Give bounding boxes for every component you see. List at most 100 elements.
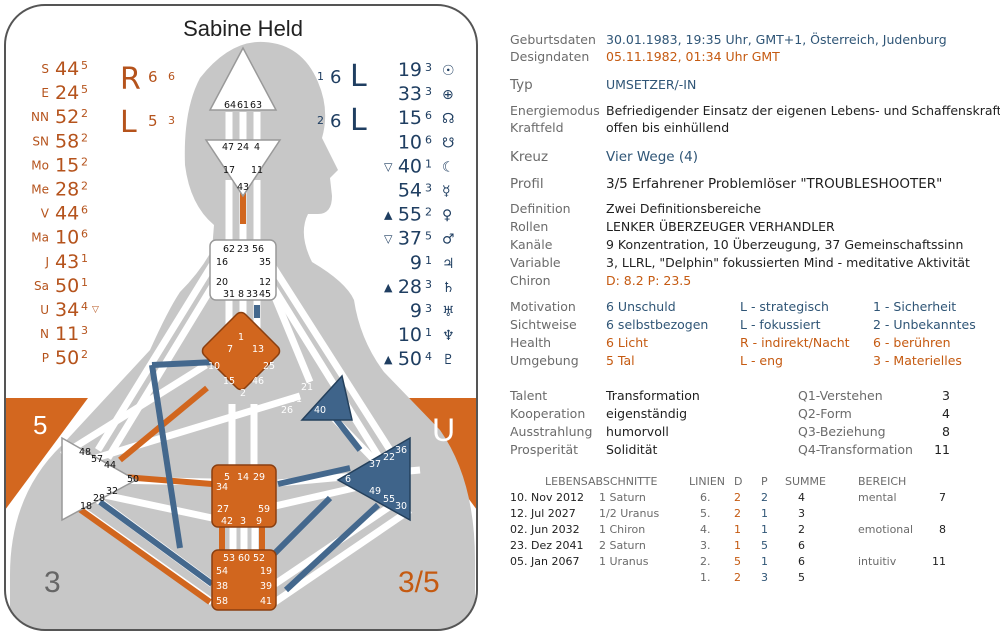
cross-value: Vier Wege (4) xyxy=(606,149,698,165)
design-line: 3 xyxy=(81,324,88,337)
profile-label: Profil xyxy=(510,176,544,192)
life-area: mental xyxy=(858,491,897,504)
gate-label: 39 xyxy=(260,581,272,592)
gate-label: 23 xyxy=(237,244,249,255)
motivation-row-base: 3 - Materielles xyxy=(873,353,962,368)
talent-row-value: Solidität xyxy=(606,442,658,457)
gate-label: 24 xyxy=(237,142,249,153)
life-header-lines: LINIEN xyxy=(689,475,726,488)
personality-gate: 33 xyxy=(398,83,422,105)
gate-label: 5 xyxy=(224,472,230,483)
type-value: UMSETZER/-IN xyxy=(606,77,697,92)
gate-label: 62 xyxy=(223,244,235,255)
design-planet-symbol: SN xyxy=(32,134,49,148)
gate-label: 31 xyxy=(223,289,235,300)
pers-bottom-letter: L xyxy=(350,103,367,138)
channels-label: Kanäle xyxy=(510,237,553,252)
gate-label: 37 xyxy=(369,459,381,470)
life-line: 6. xyxy=(700,491,711,504)
corner-mid-right: U xyxy=(432,412,455,448)
gate-label: 64 xyxy=(224,100,236,111)
life-line: 1. xyxy=(700,571,711,584)
design-line: 2 xyxy=(81,180,88,193)
life-p: 1 xyxy=(761,507,768,520)
gate-label: 53 xyxy=(223,553,235,564)
ego-center xyxy=(300,374,353,421)
motivation-row-color: 5 Tal xyxy=(606,353,635,368)
corner-labels: 5 U 3 3/5 xyxy=(33,410,455,599)
pers-top-a: 6 xyxy=(330,67,341,88)
personality-mark: ▲ xyxy=(384,281,393,294)
gate-label: 1 xyxy=(238,332,244,343)
life-date: 23. Dez 2041 xyxy=(510,539,584,552)
personality-planet-symbol: ☋ xyxy=(442,135,454,151)
design-line: 2 xyxy=(81,155,88,168)
life-line: 4. xyxy=(700,523,711,536)
personality-gate: 9 xyxy=(410,300,422,322)
personality-line: 5 xyxy=(425,230,432,243)
gate-label: 45 xyxy=(259,289,271,300)
life-area: intuitiv xyxy=(858,555,897,568)
motivation-row-base: 1 - Sicherheit xyxy=(873,299,957,314)
design-gate: 34 xyxy=(55,299,79,321)
life-d: 2 xyxy=(734,571,741,584)
gate-label: 20 xyxy=(216,277,228,288)
personality-mark: ▲ xyxy=(384,353,393,366)
gate-label: 14 xyxy=(237,472,249,483)
life-p: 1 xyxy=(761,523,768,536)
pers-bottom-a: 6 xyxy=(330,111,341,132)
gate-label: 10 xyxy=(208,361,220,372)
gate-label: 21 xyxy=(301,382,313,393)
gate-label: 35 xyxy=(259,257,271,268)
design-planet-symbol: J xyxy=(44,255,49,269)
gate-label: 22 xyxy=(383,452,395,463)
quarter-label: Q1-Verstehen xyxy=(798,388,883,403)
personality-gate: 37 xyxy=(398,228,422,250)
field-label: Kraftfeld xyxy=(510,120,564,135)
channels xyxy=(60,112,421,605)
life-area-number: 7 xyxy=(939,491,946,504)
life-event: 1/2 Uranus xyxy=(599,507,660,520)
definition-value: Zwei Definitionsbereiche xyxy=(606,201,762,216)
design-planet-symbol: P xyxy=(42,351,49,365)
talent-row-value: eigenständig xyxy=(606,406,688,421)
personality-line: 6 xyxy=(425,133,432,146)
design-bottom-b: 3 xyxy=(168,114,175,127)
design-mark: ▽ xyxy=(92,305,99,315)
design-gate: 44 xyxy=(55,203,79,225)
g-center xyxy=(201,311,281,391)
root-center xyxy=(211,549,277,611)
design-bottom-letter: L xyxy=(120,105,137,140)
gate-label: 30 xyxy=(395,501,407,512)
personality-line: 4 xyxy=(425,350,432,363)
ajna-center xyxy=(204,139,282,198)
bodygraph-chart: 64 61 63 47 24 4 17 11 43 62 23 56 16 35… xyxy=(4,4,478,631)
gate-label: 54 xyxy=(216,566,228,577)
life-event: 1 Chiron xyxy=(599,523,646,536)
gate-label: 15 xyxy=(223,376,235,387)
motivation-row-tone: R - indirekt/Nacht xyxy=(740,335,850,350)
gate-label: 56 xyxy=(252,244,264,255)
design-gate: 24 xyxy=(55,82,79,104)
life-sum: 2 xyxy=(798,523,805,536)
design-gate: 28 xyxy=(55,179,79,201)
quarter-value: 11 xyxy=(934,442,950,457)
gate-label: 29 xyxy=(253,472,265,483)
corner-left-triangle xyxy=(5,398,88,510)
design-planet-symbol: N xyxy=(40,327,49,341)
spleen-center xyxy=(61,436,138,522)
design-gate: 50 xyxy=(55,347,79,369)
birth-date-label: Geburtsdaten xyxy=(510,32,596,47)
personality-gate: 19 xyxy=(398,59,422,81)
design-top-a: 6 xyxy=(148,68,158,86)
personality-line: 3 xyxy=(425,182,432,195)
design-gate: 50 xyxy=(55,275,79,297)
design-planet-symbol: Me xyxy=(31,183,49,197)
life-date: 05. Jan 2067 xyxy=(510,555,580,568)
design-planet-symbol: Mo xyxy=(31,158,49,172)
sacral-center xyxy=(211,464,277,528)
chiron-value: D: 8.2 P: 23.5 xyxy=(606,273,692,288)
gate-label: 33 xyxy=(246,289,258,300)
gate-label: 34 xyxy=(216,482,228,493)
